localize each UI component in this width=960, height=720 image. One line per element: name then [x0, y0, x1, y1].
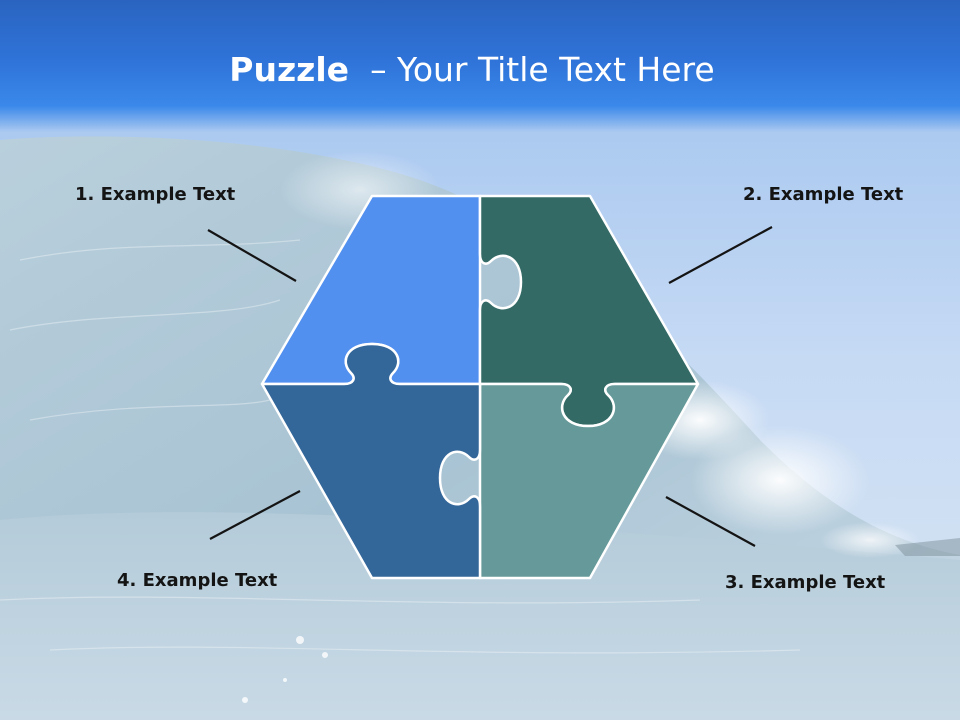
label-example-3: 3. Example Text	[725, 572, 886, 593]
slide-title: Puzzle – Your Title Text Here	[0, 48, 944, 92]
connector-line-1	[207, 229, 297, 282]
title-banner	[0, 0, 960, 132]
puzzle-piece-4[interactable]	[260, 342, 482, 580]
connector-line-3	[665, 496, 756, 547]
label-example-1: 1. Example Text	[75, 184, 236, 205]
label-example-2: 2. Example Text	[743, 184, 904, 205]
connector-line-2	[668, 226, 773, 284]
puzzle-piece-3[interactable]	[478, 382, 700, 580]
slide-title-rest: – Your Title Text Here	[370, 50, 715, 89]
connector-line-4	[209, 490, 301, 540]
label-example-4: 4. Example Text	[117, 570, 278, 591]
slide-title-bold: Puzzle	[229, 50, 350, 89]
